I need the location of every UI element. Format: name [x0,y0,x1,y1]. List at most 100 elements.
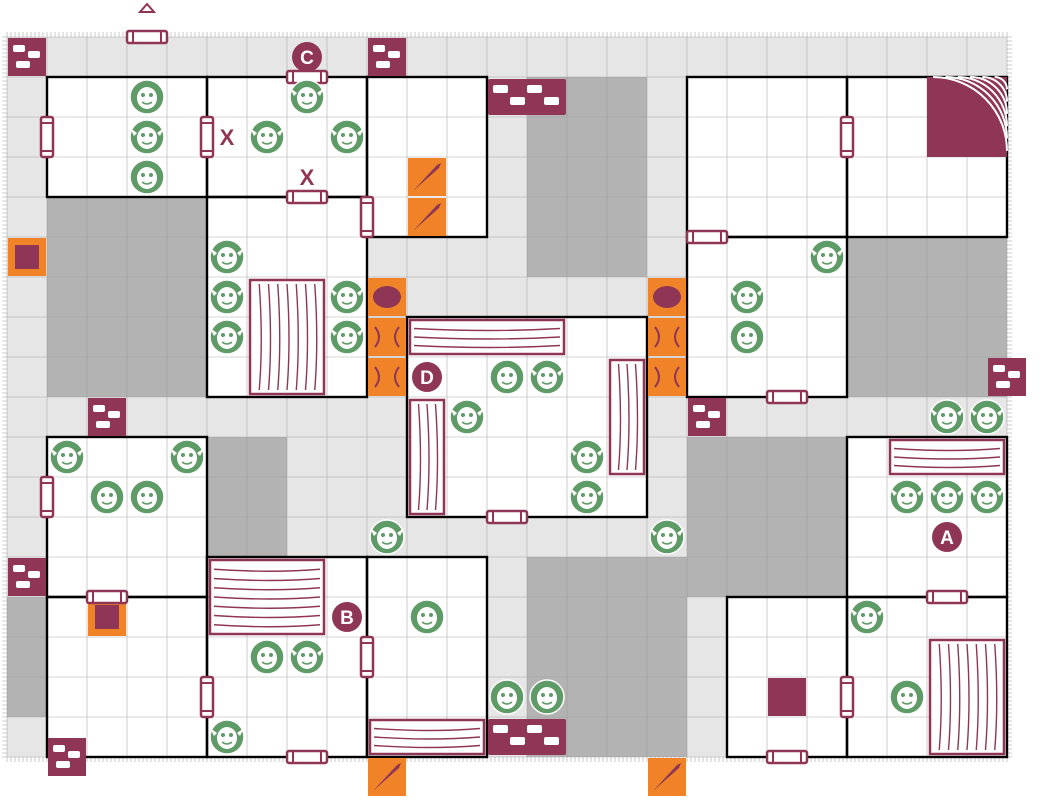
goblin-icon[interactable] [929,399,965,435]
goblin-icon[interactable] [889,479,925,515]
marker-badge [332,602,362,632]
chest-trap-icon [648,318,686,356]
fimir-icon[interactable] [729,319,765,355]
pit-trap-icon [8,238,46,276]
bookcase [888,438,1006,476]
goblin-icon[interactable] [329,119,365,155]
room-wall [365,75,489,239]
goblin-icon[interactable] [129,119,165,155]
table [408,398,446,516]
door-icon[interactable] [199,675,215,719]
orc-icon[interactable] [489,679,525,715]
pit-trap-icon [88,598,126,636]
goblin-icon[interactable] [249,119,285,155]
door-icon[interactable] [839,675,855,719]
goblin-icon[interactable] [49,439,85,475]
edge-ruler [2,32,1012,762]
marker-badge [412,362,442,392]
chest-trap-icon [368,358,406,396]
goblin-icon[interactable] [569,479,605,515]
goblin-icon[interactable] [169,439,205,475]
marker-d: D [420,368,434,389]
door-icon[interactable] [285,189,329,205]
table [608,358,646,476]
orc-icon[interactable] [249,639,285,675]
door-icon[interactable] [839,115,855,159]
goblin-icon[interactable] [209,279,245,315]
orc-icon[interactable] [529,679,565,715]
rubble-wall [488,79,566,115]
stairs [927,76,1008,157]
weapon-rack [408,318,566,356]
door-icon[interactable] [39,475,55,519]
door-icon[interactable] [359,635,375,679]
spear-trap-icon [408,158,446,196]
door-icon[interactable] [39,115,55,159]
orc-icon[interactable] [889,679,925,715]
goblin-icon[interactable] [529,359,565,395]
blocked-square [88,398,126,436]
goblin-icon[interactable] [209,719,245,755]
marker-badge [292,42,322,72]
goblin-icon[interactable] [209,319,245,355]
goblin-icon[interactable] [329,319,365,355]
goblin-icon[interactable] [969,479,1005,515]
orc-icon[interactable] [129,159,165,195]
chest-trap-icon [368,318,406,356]
goblin-icon[interactable] [329,279,365,315]
spear-trap-icon [408,198,446,236]
door-icon[interactable] [285,749,329,765]
chest-trap-icon [648,358,686,396]
goblin-icon[interactable] [849,599,885,635]
sorcerers-table [208,558,326,636]
goblin-icon[interactable] [649,519,685,555]
tomb [368,718,486,756]
goblin-icon[interactable] [969,399,1005,435]
blocked-square [368,38,406,76]
marker-badge [932,522,962,552]
blocked-square [48,738,86,776]
door-icon[interactable] [125,29,169,45]
blocked-square [688,398,726,436]
goblin-icon[interactable] [289,639,325,675]
goblin-icon[interactable] [209,239,245,275]
cross-mark: X [220,125,235,150]
falling-block-icon [368,278,406,316]
goblin-icon[interactable] [809,239,845,275]
goblin-icon[interactable] [569,439,605,475]
blocked-square [8,38,46,76]
blocked-square [988,358,1026,396]
door-icon[interactable] [925,589,969,605]
fimir-icon[interactable] [89,479,125,515]
goblin-icon[interactable] [929,479,965,515]
door-icon[interactable] [485,509,529,525]
orc-icon[interactable] [409,599,445,635]
goblin-icon[interactable] [449,399,485,435]
marker-a: A [940,528,954,549]
table [248,278,326,396]
goblin-icon[interactable] [289,79,325,115]
spear-trap-icon [368,758,406,796]
marker-c: C [300,48,314,69]
door-icon[interactable] [765,389,809,405]
door-icon[interactable] [199,115,215,159]
fimir-icon[interactable] [129,479,165,515]
spear-trap-icon [648,758,686,796]
goblin-icon[interactable] [369,519,405,555]
door-icon[interactable] [685,229,729,245]
orc-icon[interactable] [489,359,525,395]
cross-mark: X [300,165,315,190]
throne [768,678,806,716]
rubble-wall [488,719,566,755]
orc-icon[interactable] [129,79,165,115]
door-icon[interactable] [359,195,375,239]
alchemists-bench [928,638,1006,756]
blocked-square [8,558,46,596]
goblin-icon[interactable] [729,279,765,315]
marker-b: B [340,608,354,629]
entrance-arrow-icon [137,2,157,13]
door-icon[interactable] [765,749,809,765]
door-icon[interactable] [85,589,129,605]
